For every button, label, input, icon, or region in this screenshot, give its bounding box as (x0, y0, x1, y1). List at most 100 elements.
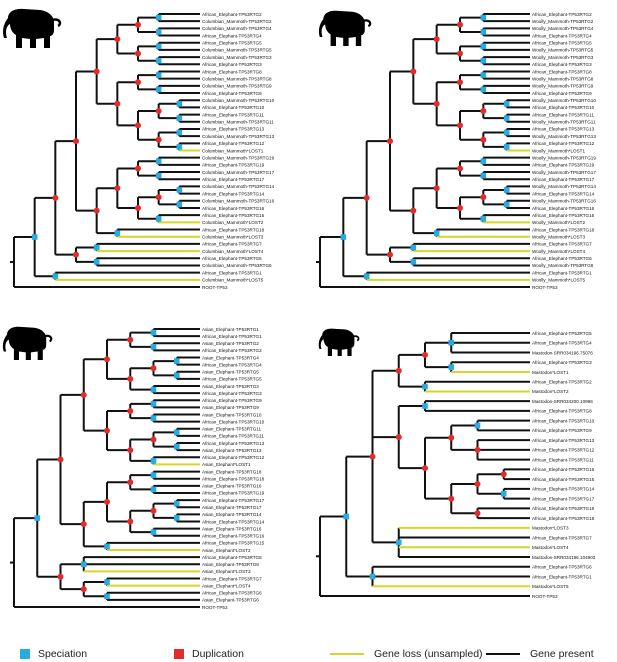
speciation-node (176, 129, 183, 136)
gene-present-line-swatch (486, 653, 520, 655)
leaf-label: Columbian_Mammoth-TP53RTG4 (202, 26, 272, 31)
leaf-label: African_Elephant-TP53RTG12 (532, 448, 595, 453)
speciation-node (503, 129, 510, 136)
leaf-label: Asian_Elephant-TP53RTG13 (202, 448, 262, 453)
speciation-node (155, 14, 162, 21)
duplication-node (127, 518, 134, 525)
leaf-label: Asian_Elephant*LOST2 (202, 548, 251, 553)
speciation-node (150, 458, 157, 464)
duplication-node (127, 447, 134, 454)
leaf-label: African_Elephant-TP53RTG1 (532, 270, 592, 275)
leaf-label: African_Elephant-TP53RTG3 (532, 360, 592, 365)
speciation-node (150, 344, 157, 350)
leaf-label: African_Elephant-TP53RTG13 (202, 127, 265, 132)
speciation-node (422, 403, 428, 409)
leaf-label: African_Elephant-TP53RTG14 (532, 191, 595, 196)
leaf-label: Mastodon-SRR034196.75076 (532, 350, 593, 355)
silhouette-body (3, 8, 54, 48)
speciation-node (114, 230, 121, 236)
leaf-label: African_Elephant-TP53RTG13 (202, 441, 265, 446)
speciation-node (155, 29, 162, 35)
leaf-label: Columbian_Mammoth-TP53RTG14 (202, 184, 275, 189)
leaf-label: African_Elephant-TP53RTG8 (202, 555, 262, 560)
leaf-label: Woolly_Mammoth-TP53RTG6 (532, 263, 594, 268)
speciation-node (503, 144, 510, 150)
duplication-node (363, 194, 370, 201)
gene-tree-figure: African_Elephant-TP53RTG2Columbian_Mammo… (2, 8, 596, 610)
speciation-node (503, 101, 510, 107)
duplication-node (369, 453, 376, 460)
mastodon-silhouette-icon (318, 328, 360, 356)
duplication-node (387, 251, 393, 258)
leaf-label: African_Elephant-TP53RTG2 (202, 348, 262, 353)
leaf-label: Columbian_Mammoth-TP53RTG8 (202, 76, 272, 81)
leaf-label: African_Elephant-TP53RTG4 (532, 33, 592, 38)
leaf-label: African_Elephant-TP53RTG9 (532, 91, 592, 96)
asian-elephant-silhouette-icon (2, 326, 53, 360)
leaf-label: African_Elephant-TP53RTG14 (202, 519, 265, 524)
duplication-node (410, 207, 417, 214)
leaf-label: African_Elephant-TP53RTG4 (202, 33, 262, 38)
leaf-label: African_Elephant-TP53RTG15 (532, 213, 595, 218)
leaf-label: Asian_Elephant-TP53RTG1 (202, 327, 259, 332)
leaf-label: Woolly_Mammoth*LOST5 (532, 278, 585, 283)
leaf-label: African_Elephant-TP53RTG4 (202, 362, 262, 367)
leaf-label: African_Elephant-TP53RTG6 (532, 565, 592, 570)
leaf-label: African_Elephant-TP53RTG14 (202, 191, 265, 196)
gene-tree-panel-4: African_Elephant-TP53RTG5African_Elephan… (316, 328, 596, 599)
duplication-node (104, 427, 110, 434)
legend: Speciation Duplication Gene loss (unsamp… (0, 640, 617, 662)
duplication-node (57, 456, 64, 463)
leaf-label: African_Elephant-TP53RTG15 (202, 541, 265, 546)
duplication-node (433, 185, 440, 192)
leaf-label: Asian_Elephant-TP53RTG14 (202, 512, 262, 517)
leaf-label: Asian_Elephant-TP53RTG2 (202, 341, 259, 346)
leaf-label: Woolly_Mammoth-TP53RTG11 (532, 120, 596, 125)
leaf-label: African_Elephant-TP53RTG18 (202, 476, 265, 481)
leaf-label: African_Elephant-TP53RTG8 (532, 69, 592, 74)
leaf-label: Woolly_Mammoth-TP53RTG16 (532, 199, 596, 204)
speciation-node (410, 244, 417, 251)
leaf-label: Columbian_Mammoth*LOST5 (202, 278, 264, 283)
speciation-node (343, 513, 350, 520)
speciation-node (340, 234, 347, 240)
legend-item-gene-loss: Gene loss (unsampled) (330, 648, 483, 660)
leaf-label: African_Elephant-TP53RTG16 (202, 534, 265, 539)
duplication-node (135, 204, 141, 211)
speciation-node (150, 529, 157, 535)
leaf-label: African_Elephant-TP53RTG2 (532, 12, 592, 17)
leaf-label: African_Elephant-TP53RTG10 (202, 419, 265, 424)
duplication-node (127, 375, 134, 382)
speciation-node (176, 101, 183, 107)
leaf-label: African_Elephant-TP53RTG11 (532, 112, 594, 117)
leaf-label: African_Elephant-TP53RTG10 (532, 105, 595, 110)
leaf-label: African_Elephant-TP53RTG11 (202, 434, 264, 439)
speciation-node (155, 57, 162, 64)
leaf-label: African_Elephant-TP53RTG9 (202, 91, 262, 96)
leaf-label: African_Elephant-TP53RTG1 (202, 270, 262, 275)
silhouette-tusk (352, 335, 360, 342)
silhouette-body (2, 326, 47, 360)
duplication-node (127, 336, 134, 343)
duplication-node (433, 100, 440, 107)
leaf-label: African_Elephant-TP53RTG7 (202, 576, 262, 581)
duplication-node (127, 407, 134, 414)
speciation-swatch (20, 649, 30, 659)
legend-label-gene-loss: Gene loss (unsampled) (374, 648, 483, 660)
legend-label-gene-present: Gene present (530, 648, 594, 660)
leaf-label: African_Elephant-TP53RTG12 (532, 141, 595, 146)
leaf-label: Woolly_Mammoth-TP53RTG9 (532, 84, 594, 89)
duplication-node (104, 356, 110, 363)
gene-tree-panel-2: African_Elephant-TP53RTG2Woolly_Mammoth-… (316, 10, 596, 290)
speciation-node (173, 429, 180, 436)
duplication-node (422, 465, 428, 472)
duplication-node (155, 194, 162, 201)
speciation-node (448, 364, 455, 370)
leaf-label: Mastodon-SRR034200.10996 (532, 399, 593, 404)
leaf-label: Woolly_Mammoth-TP53RTG10 (532, 98, 596, 103)
leaf-label: African_Elephant-TP53RTG9 (532, 428, 592, 433)
leaf-label: African_Elephant-TP53RTG17 (532, 177, 595, 182)
duplication-node (155, 136, 162, 143)
leaf-label: African_Elephant-TP53RTG6 (202, 256, 262, 261)
legend-item-speciation: Speciation (20, 648, 87, 660)
